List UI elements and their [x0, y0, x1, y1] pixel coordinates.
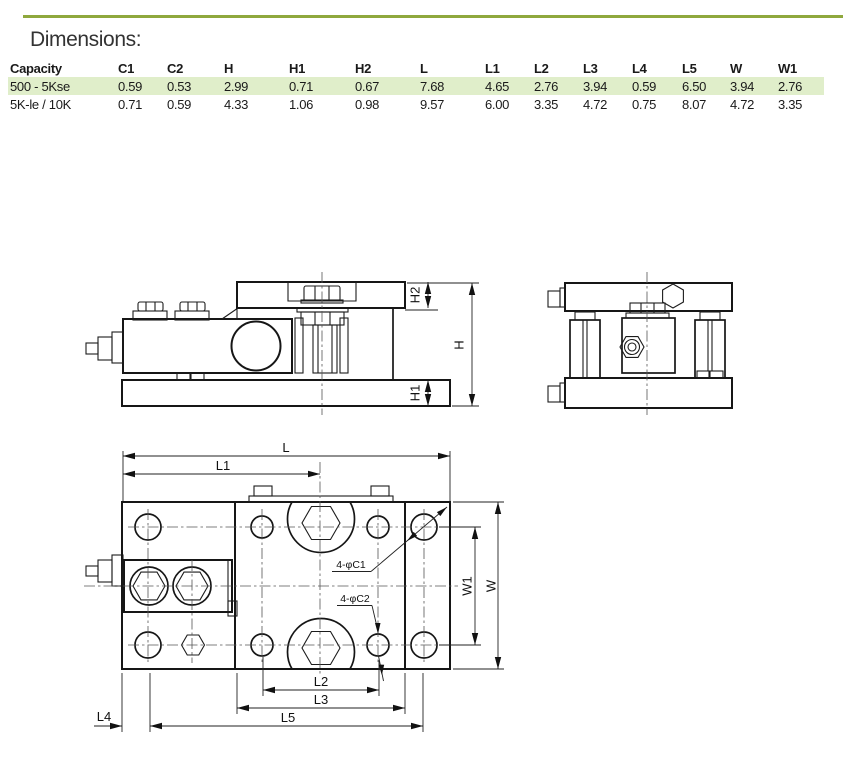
column-header: L3: [583, 60, 598, 76]
value-cell: 4.33: [224, 96, 249, 112]
page-header: Dimensions: Capacity C1 C2 H H1 H2 L L1 L2 L3 L4 L5…: [0, 15, 843, 113]
dim-label-w1: W1: [459, 576, 474, 596]
value-cell: 0.75: [632, 96, 657, 112]
end-bottom-plate: [564, 377, 733, 409]
value-cell: 0.71: [118, 96, 143, 112]
column-header: L: [420, 60, 428, 76]
value-cell: 3.94: [583, 78, 608, 94]
column-header: L2: [534, 60, 549, 76]
column-header: W: [730, 60, 742, 76]
top-cable-connector: [85, 554, 124, 587]
top-dimensions: L L1 L2 L3 L5 L4: [94, 440, 504, 732]
end-view-drawing: [547, 272, 733, 415]
dim-label-h1: H1: [407, 385, 422, 402]
column-header: Capacity: [10, 60, 62, 76]
dim-label-l5: L5: [281, 710, 295, 725]
value-cell: 0.67: [355, 78, 380, 94]
value-cell: 0.98: [355, 96, 380, 112]
column-header: L5: [682, 60, 697, 76]
column-header: L1: [485, 60, 500, 76]
dimension-table-body: 500 - 5Kse 0.59 0.53 2.99 0.71 0.67 7.68 4.65 2.…: [8, 77, 824, 113]
value-cell: 0.59: [167, 96, 192, 112]
value-cell: 7.68: [420, 78, 445, 94]
end-left-post: [569, 311, 601, 379]
top-centerlines: [84, 462, 458, 675]
side-link-assembly: [294, 307, 349, 374]
value-cell: 6.50: [682, 78, 707, 94]
value-cell: 0.59: [118, 78, 143, 94]
callout-label-c1: 4-φC1: [336, 559, 366, 571]
capacity-cell: 5K-le / 10K: [10, 96, 72, 112]
top-dome-upper: [286, 502, 356, 554]
table-row: 5K-le / 10K 0.71 0.59 4.33 1.06 0.98 9.57 6.00 3…: [8, 95, 824, 113]
column-header: H: [224, 60, 234, 76]
side-top-plate: [236, 281, 406, 309]
value-cell: 4.65: [485, 78, 510, 94]
dim-label-h2: H2: [407, 287, 422, 304]
top-dome-lower: [286, 617, 356, 669]
table-row: 500 - 5Kse 0.59 0.53 2.99 0.71 0.67 7.68 4.65 2.…: [8, 77, 824, 95]
column-header: L4: [632, 60, 647, 76]
accent-rule: [23, 15, 843, 18]
side-loadcell-body: [122, 318, 293, 374]
side-view-drawing: H2 H H1: [85, 272, 479, 415]
value-cell: 9.57: [420, 96, 445, 112]
dim-label-l4: L4: [97, 709, 111, 724]
value-cell: 1.06: [289, 96, 314, 112]
value-cell: 3.35: [534, 96, 559, 112]
value-cell: 4.72: [730, 96, 755, 112]
dim-label-l2: L2: [314, 674, 328, 689]
value-cell: 0.53: [167, 78, 192, 94]
dim-label-l1: L1: [216, 458, 230, 473]
side-loadcell-bore: [230, 320, 282, 372]
column-header: C1: [118, 60, 135, 76]
dim-label-w: W: [483, 579, 498, 592]
side-cell-bolts: [132, 301, 210, 321]
dimensions-table: Capacity C1 C2 H H1 H2 L L1 L2 L3 L4 L5 W W1 500 - 5K…: [8, 59, 824, 113]
end-loadcell-block: [621, 317, 676, 374]
value-cell: 2.99: [224, 78, 249, 94]
column-header: C2: [167, 60, 184, 76]
page-title: Dimensions:: [30, 28, 142, 51]
top-view-drawing: L L1 L2 L3 L5 L4: [84, 440, 504, 732]
callout-label-c2: 4-φC2: [340, 593, 370, 605]
dim-label-l: L: [282, 440, 289, 455]
side-bottom-plate: [121, 379, 451, 407]
dim-label-h: H: [451, 340, 466, 349]
value-cell: 3.94: [730, 78, 755, 94]
dim-label-l3: L3: [314, 692, 328, 707]
value-cell: 6.00: [485, 96, 510, 112]
technical-drawings: H2 H H1: [84, 272, 733, 732]
table-header-row: Capacity C1 C2 H H1 H2 L L1 L2 L3 L4 L5 W W1: [8, 59, 824, 77]
end-right-post: [694, 311, 726, 379]
value-cell: 4.72: [583, 96, 608, 112]
value-cell: 0.59: [632, 78, 657, 94]
value-cell: 0.71: [289, 78, 314, 94]
top-hole-callouts: 4-φC1 4-φC2: [332, 506, 448, 682]
end-hex-bolt-head: [662, 283, 684, 309]
column-header: W1: [778, 60, 797, 76]
end-top-plate: [564, 282, 733, 312]
top-loadcell-beam: [123, 559, 238, 617]
end-hex-face: [619, 336, 645, 358]
column-header: H1: [289, 60, 306, 76]
capacity-cell: 500 - 5Kse: [10, 78, 70, 94]
side-cable-connector: [85, 331, 124, 364]
side-dimensions: H2 H H1: [405, 282, 479, 407]
value-cell: 2.76: [534, 78, 559, 94]
value-cell: 2.76: [778, 78, 803, 94]
column-header: H2: [355, 60, 372, 76]
value-cell: 3.35: [778, 96, 803, 112]
value-cell: 8.07: [682, 96, 707, 112]
